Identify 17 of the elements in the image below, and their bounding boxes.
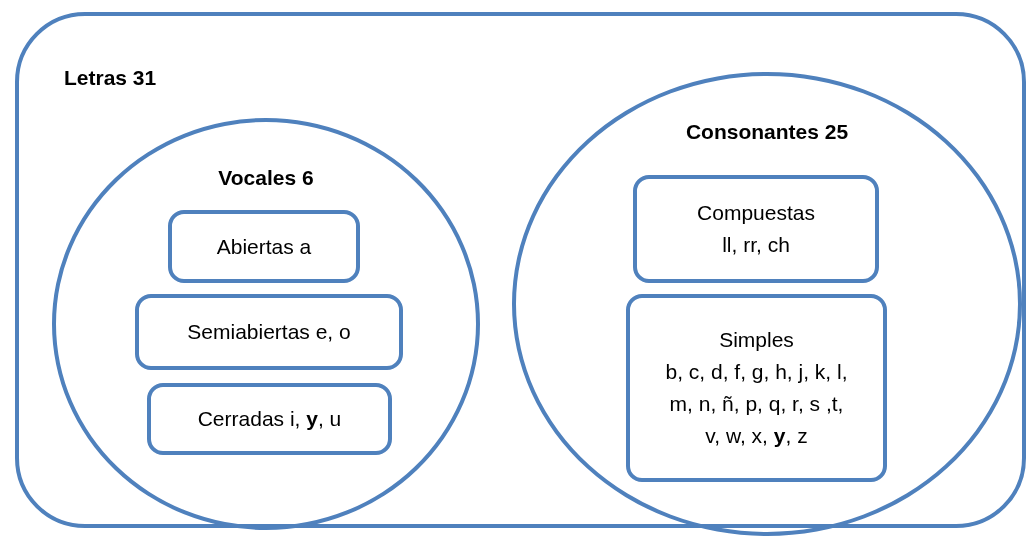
box-heading: Simples bbox=[719, 327, 794, 353]
box-text: Abiertas a bbox=[216, 233, 312, 260]
box-text: Semiabiertas e, o bbox=[187, 319, 351, 345]
circle-group bbox=[512, 72, 1022, 536]
rounded-box bbox=[168, 210, 360, 283]
group-title: Consonantes 25 bbox=[684, 120, 850, 144]
circle-group bbox=[52, 118, 480, 530]
rounded-box bbox=[633, 175, 879, 283]
rounded-box bbox=[626, 294, 887, 482]
box-text: ll, rr, ch bbox=[722, 232, 790, 258]
group-title: Vocales 6 bbox=[217, 166, 315, 190]
box-text: b, c, d, f, g, h, j, k, l, m, n, ñ, p, q, r, s ,t, v, w, x, y, z bbox=[664, 359, 849, 449]
group-title: Letras 31 bbox=[64, 66, 157, 90]
rounded-box bbox=[135, 294, 403, 370]
rounded-box bbox=[147, 383, 392, 455]
box-text: Cerradas i, y, u bbox=[197, 406, 342, 432]
box-heading: Compuestas bbox=[697, 200, 815, 226]
